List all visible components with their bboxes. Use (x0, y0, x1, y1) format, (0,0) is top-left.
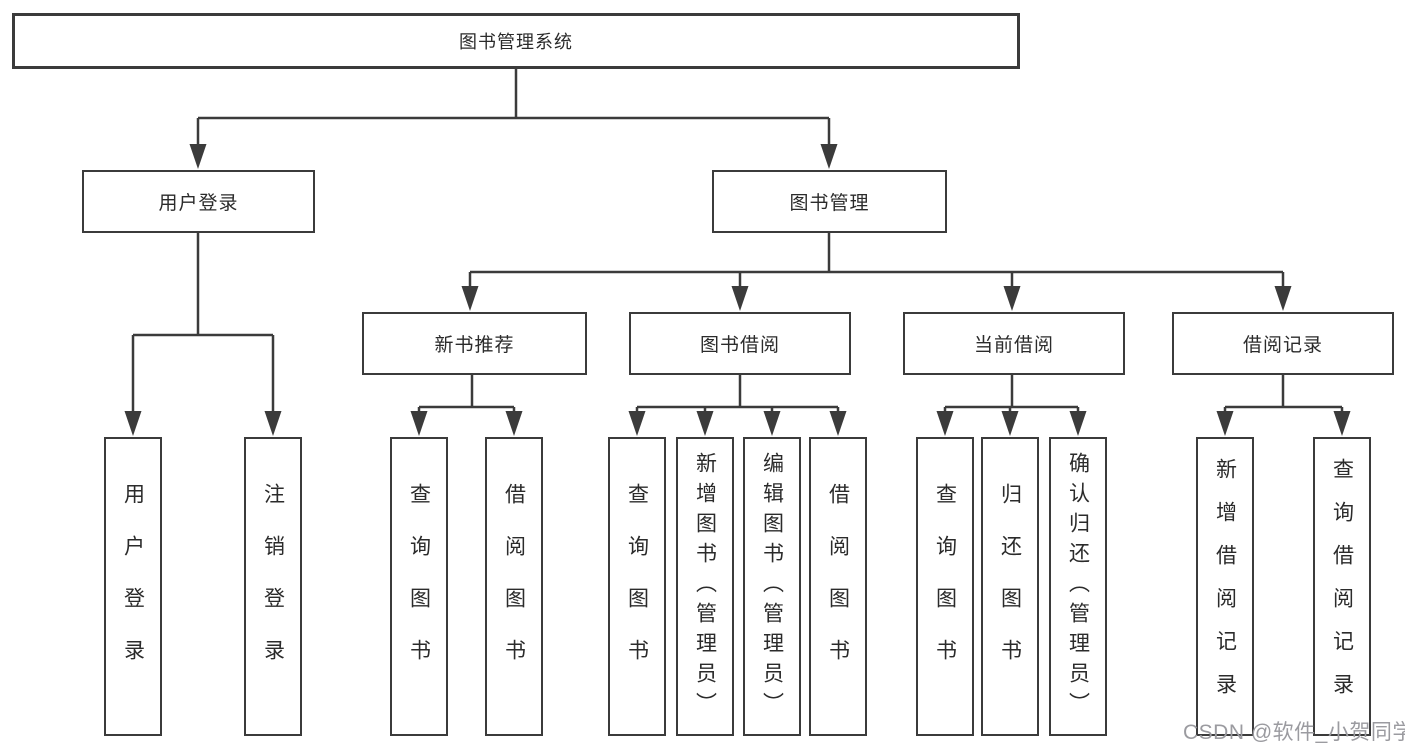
node-label: 借阅记录 (1242, 335, 1323, 356)
node-label: 新增图书（管理员） (693, 451, 717, 722)
node-current-return-books: 归还图书 (981, 437, 1039, 736)
node-records-query-borrow-record: 查询借阅记录 (1313, 437, 1371, 736)
node-label: 查询图书 (625, 482, 649, 691)
node-label: 用户登录 (158, 193, 239, 214)
node-label: 当前借阅 (973, 335, 1054, 356)
node-label: 图书管理系统 (459, 32, 573, 52)
node-current-query-books: 查询图书 (916, 437, 974, 736)
node-label: 注销登录 (261, 482, 285, 691)
node-recommend-query-books: 查询图书 (390, 437, 448, 736)
node-label: 新书推荐 (434, 335, 515, 356)
node-book-management-branch: 图书管理 (712, 170, 947, 233)
node-label: 借阅图书 (826, 482, 850, 691)
node-label: 用户登录 (121, 482, 145, 691)
node-label: 图书管理 (789, 193, 870, 214)
node-label: 借阅图书 (502, 482, 526, 691)
node-current-borrowing: 当前借阅 (903, 312, 1125, 375)
node-current-confirm-return-admin: 确认归还（管理员） (1049, 437, 1107, 736)
node-label: 归还图书 (998, 482, 1022, 691)
node-label: 查询图书 (933, 482, 957, 691)
node-borrowing-add-books-admin: 新增图书（管理员） (676, 437, 734, 736)
node-label: 新增借阅记录 (1213, 457, 1237, 716)
node-records-add-borrow-record: 新增借阅记录 (1196, 437, 1254, 736)
node-label: 查询图书 (407, 482, 431, 691)
arrowheads (124, 144, 1351, 436)
watermark-text: CSDN @软件_小贺同学 (1183, 721, 1405, 744)
node-borrowing-records: 借阅记录 (1172, 312, 1394, 375)
node-borrowing-edit-books-admin: 编辑图书（管理员） (743, 437, 801, 736)
node-book-borrowing: 图书借阅 (629, 312, 851, 375)
node-label: 查询借阅记录 (1330, 457, 1354, 716)
node-user-login-leaf: 用户登录 (104, 437, 162, 736)
node-book-management-system: 图书管理系统 (12, 13, 1020, 69)
node-logout-leaf: 注销登录 (244, 437, 302, 736)
node-borrowing-borrow-books: 借阅图书 (809, 437, 867, 736)
node-recommend-borrow-books: 借阅图书 (485, 437, 543, 736)
node-new-book-recommend: 新书推荐 (362, 312, 587, 375)
node-user-login-branch: 用户登录 (82, 170, 315, 233)
node-label: 编辑图书（管理员） (760, 451, 784, 722)
node-label: 确认归还（管理员） (1066, 451, 1090, 722)
node-label: 图书借阅 (699, 335, 780, 356)
node-borrowing-query-books: 查询图书 (608, 437, 666, 736)
